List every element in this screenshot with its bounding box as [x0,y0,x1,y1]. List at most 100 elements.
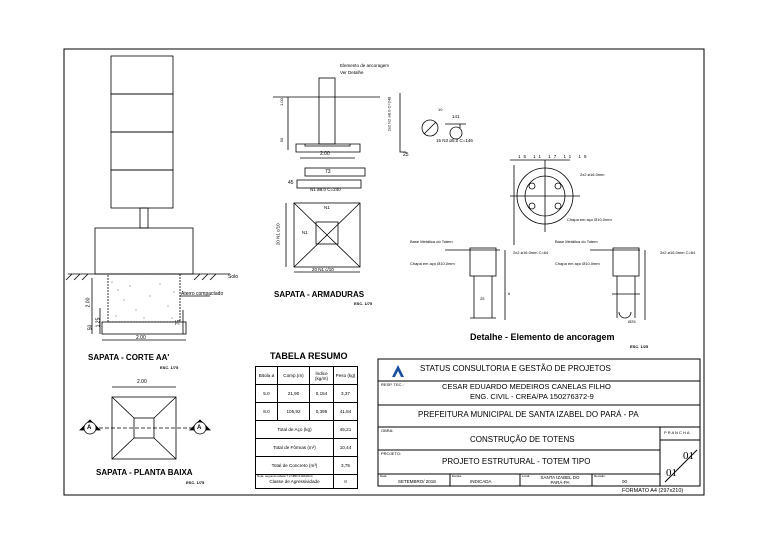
local-value: SANTA IZABEL DO PARÁ-PA [540,475,580,485]
detalhe-base-right: Base Metálica do Totem [555,239,598,244]
local-label: Local: [522,474,531,478]
detalhe-bolt-right: 2x2 ø16.0mm C=64 [660,250,696,255]
total-concreto-label: Total de Concreto (m³) [255,456,334,475]
total-formas-value: 10,44 [333,438,358,457]
total-formas-label: Total de Fôrmas (m²) [255,438,334,457]
resp-registro: ENG. CIVIL - CREA/PA 150276372-9 [470,392,594,401]
tabela-resumo: Bitola ø Comp.(m) Índice (kg/m) Peso (kg… [255,366,358,489]
n1-grid-label: 20 N1 c/10 [312,267,334,272]
total-aco-value: 45,21 [333,420,358,439]
dim-arm-25: 25 [403,152,409,158]
escala-value: INDICADA [470,479,492,484]
n1-side-label: 20 N1 c/10 [275,223,281,246]
prancha-number: 01 [683,450,694,462]
table-header: Índice (kg/m) [309,366,334,385]
projeto-name: PROJETO ESTRUTURAL - TOTEM TIPO [442,457,591,466]
data-label: Data: [380,474,388,478]
dim-corte-width: 2.00 [136,335,146,341]
revisao-value: 00 [622,479,628,484]
detalhe-scale: ESC. 1/25 [630,344,649,349]
classe-value: II [333,474,358,489]
detalhe-dim-cr: Ø25 [628,319,636,324]
table-header: Peso (kg) [333,366,358,385]
ver-detalhe-label: Ver Detalhe [340,70,364,75]
prancha-label: P R A N C H A [664,430,690,435]
aterro-texture [111,281,175,319]
detalhe-chapa-right: Chapa em aço Ø10.0mm [555,261,600,266]
dim-corte-h2: 1.25 [95,317,102,328]
table-row: Total de Concreto (m³) 3,75 [255,456,358,475]
table-header-row: Bitola ø Comp.(m) Índice (kg/m) Peso (kg… [255,366,358,385]
dim-corte-h4: 75 [175,319,182,326]
n1-mid-label: N1 [302,230,308,235]
anchor-label: Elemento de ancoragem [340,63,390,68]
detalhe-ancoragem [445,159,646,320]
n3-label: 15 N3 ø5.0 C=146 [436,138,473,143]
detalhe-chapa-label: Chapa em aço Ø10.0mm [567,217,612,222]
table-cell: 21,90 [277,384,310,403]
dim-planta-width: 2.00 [137,379,147,385]
section-mark-right: A [197,425,202,431]
detalhe-dims-top: 15 11 17 11 15 [518,154,590,159]
dim-arm-45: 45 [288,180,294,186]
detalhe-dim-6: 6 [508,291,511,296]
sapata-armaduras-title: SAPATA - ARMADURAS [274,290,365,299]
table-row: 8.0 105,92 0,395 41,84 [255,402,358,421]
prancha-total: 01 [666,467,677,479]
dim-corte-h3: 50 [87,324,94,331]
table-row: Classe de Agressividade II [255,474,358,489]
sapata-armaduras [273,77,466,273]
table-cell: 0,395 [309,402,334,421]
dim-corte-h1: 2.00 [85,297,92,308]
data-value: SETEMBRO/ 2018 [398,479,436,484]
n1-label: N1 ø8.0 C=240 [310,187,341,192]
detalhe-bolt-label: 2x2 ø16.0mm [580,172,605,177]
section-mark-left: A [87,425,92,431]
company-logo [392,365,404,377]
table-header: Bitola ø [255,366,278,385]
total-concreto-value: 3,75 [333,456,358,475]
totem-elevation [65,55,230,341]
cliente-name: PREFEITURA MUNICIPAL DE SANTA IZABEL DO … [418,410,639,419]
resp-nome: CESAR EDUARDO MEDEIROS CANELAS FILHO [442,382,611,391]
revisao-label: Revisão: [594,474,606,478]
obra-name: CONSTRUÇÃO DE TOTENS [470,435,575,444]
dim-arm-73: 73 [325,169,331,175]
table-cell: 3,37 [333,384,358,403]
sapata-planta-title: SAPATA - PLANTA BAIXA [96,468,193,477]
sapata-corte-title: SAPATA - CORTE AA' [88,353,170,362]
sheet-border [63,48,705,496]
escala-label: Escala: [452,474,462,478]
detalhe-chapa-left: Chapa em aço Ø10.0mm [410,261,455,266]
empresa-name: STATUS CONSULTORIA E GESTÃO DE PROJETOS [420,364,611,373]
table-cell: 8.0 [255,402,278,421]
table-cell: 41,84 [333,402,358,421]
projeto-label: PROJETO: [381,451,401,456]
resp-label: RESP. TEC.: [381,382,404,387]
table-header: Comp.(m) [277,366,310,385]
dim-arm-50: 50 [279,137,285,143]
table-cell: 0,154 [309,384,334,403]
dim-arm-10: 10 [438,107,443,112]
dim-arm-141: 141 [452,114,460,119]
title-block [377,358,701,487]
table-cell: 105,92 [277,402,310,421]
table-row: 5.0 21,90 0,154 3,37 [255,384,358,403]
sapata-planta-scale: ESC. 1/75 [186,480,205,485]
aterro-label: Aterro compactado [181,291,224,297]
dim-arm-200: 2.00 [320,151,330,157]
dim-arm-100: 1.00 [278,98,284,106]
tabela-title: TABELA RESUMO [270,351,348,361]
solo-label: Solo [228,274,239,280]
detalhe-dim-25: 25 [480,296,485,301]
n1-top-label: N1 [324,205,330,210]
detalhe-base-left: Base Metálica do Totem [410,239,453,244]
total-aco-label: Total de Aço (kg) [255,420,334,439]
obra-label: OBRA: [381,428,394,433]
n2-label: 2x2 N2 ø8.0 C=248 [386,96,392,132]
detalhe-bolt-left: 2x2 ø16.0mm C=64 [513,250,549,255]
tabela-note: Nota: segundo tabela 7.2 NBR 6118/2014 [257,474,313,478]
planta-baixa [79,386,211,460]
sapata-armaduras-scale: ESC. 1/75 [354,301,373,306]
